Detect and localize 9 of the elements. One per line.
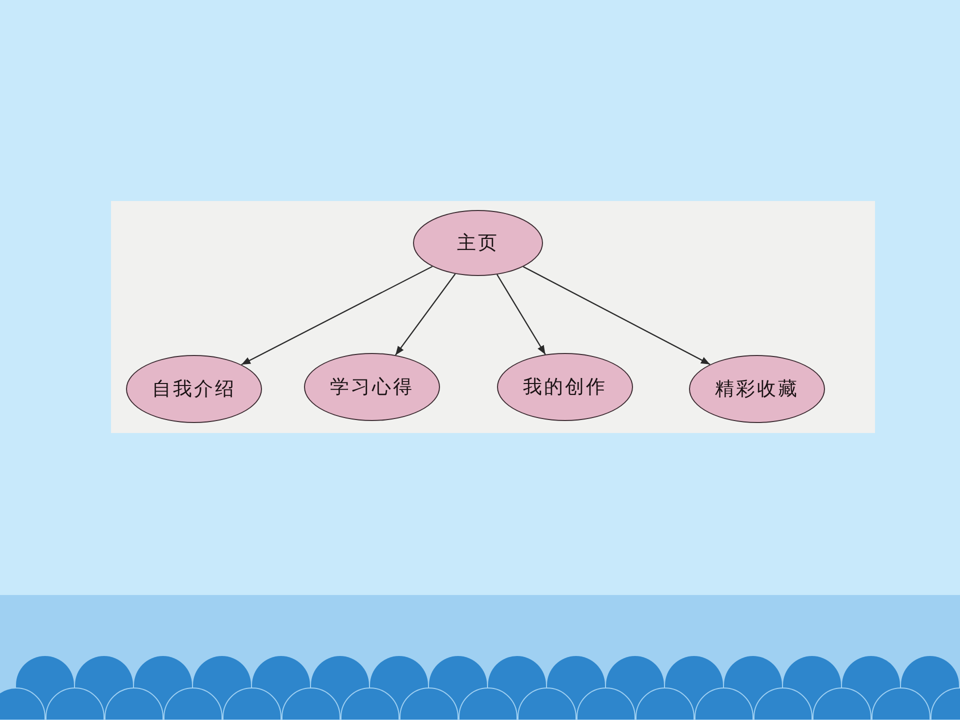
node-label: 精彩收藏 — [715, 377, 799, 402]
node-label: 自我介绍 — [152, 377, 236, 402]
node-label: 学习心得 — [330, 375, 414, 400]
node-label: 主页 — [457, 231, 499, 256]
arrow — [522, 266, 710, 365]
arrow — [241, 266, 433, 366]
arrow — [496, 274, 546, 355]
arrow — [395, 274, 456, 356]
node-label: 我的创作 — [523, 375, 607, 400]
